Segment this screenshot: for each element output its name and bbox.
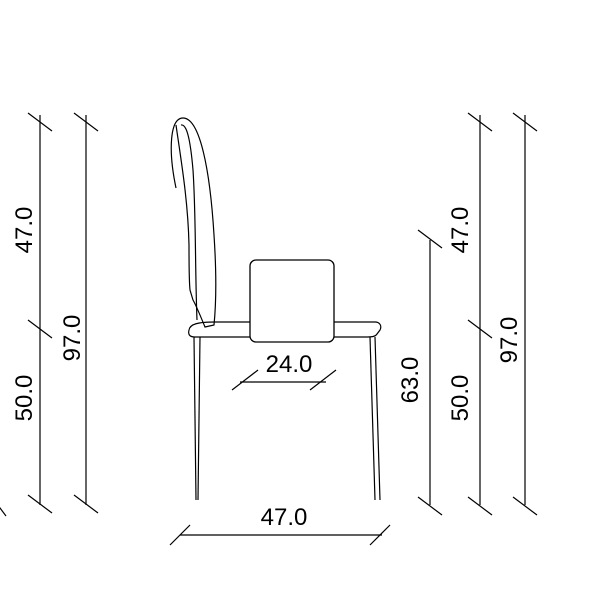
dim-right-lower: 50.0 xyxy=(447,375,474,422)
dim-left-upper: 47.0 xyxy=(11,207,38,254)
chair-backrest-inner xyxy=(180,124,198,321)
chair-front-leg-inner xyxy=(197,336,201,501)
base-width-dimension: 47.0 xyxy=(169,504,391,546)
right-dimension-chain: 63.0 47.0 50.0 97.0 xyxy=(397,112,538,516)
chair-front-leg xyxy=(193,336,197,501)
dim-armrest-height: 63.0 xyxy=(397,357,424,404)
left-dimension-chain: 47.0 50.0 97.0 xyxy=(0,112,99,517)
dim-base-width: 47.0 xyxy=(261,504,308,531)
chair-back-leg-inner xyxy=(374,336,381,501)
chair-seat xyxy=(188,321,382,338)
chair-back-leg xyxy=(369,336,376,501)
dim-left-lower: 50.0 xyxy=(11,375,38,422)
armrest-width-dimension: 24.0 xyxy=(231,351,337,391)
chair-armrest-block xyxy=(249,259,335,343)
chair-profile xyxy=(170,117,382,501)
dim-right-upper: 47.0 xyxy=(447,207,474,254)
chair-backrest xyxy=(170,117,217,328)
dim-armrest-width: 24.0 xyxy=(266,351,313,378)
dim-right-total: 97.0 xyxy=(496,317,523,364)
dim-left-total: 97.0 xyxy=(59,315,86,362)
